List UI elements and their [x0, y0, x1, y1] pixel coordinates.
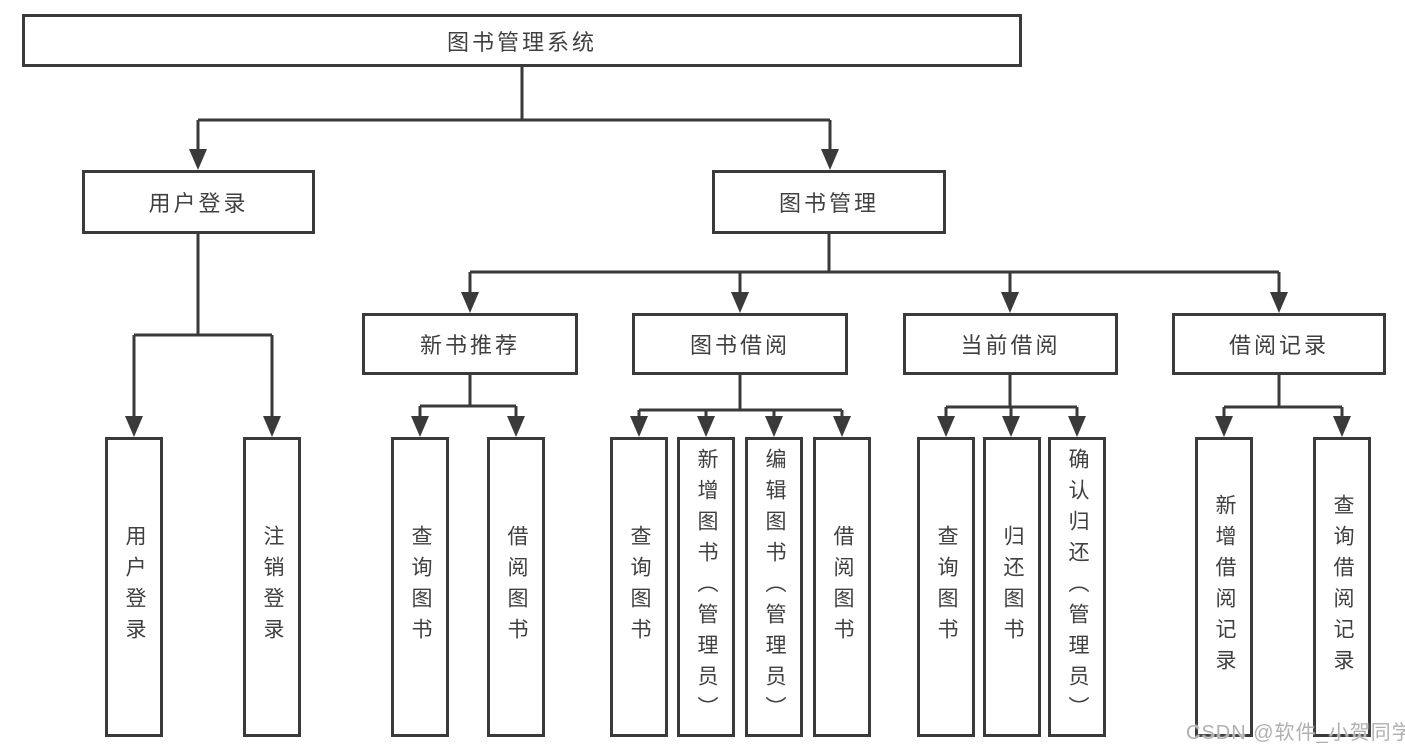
arrowhead-nb-query	[411, 416, 429, 437]
arrowhead-br-add	[1215, 416, 1233, 437]
leaf-current-confirm-return-admin: 确认归还（管理员）	[1048, 437, 1106, 737]
leaf-borrow-query-book: 查询图书	[610, 437, 668, 737]
connector-user-login-children	[132, 232, 274, 420]
arrowhead-new-book-rec	[461, 292, 479, 313]
arrowhead-bb-query	[630, 416, 648, 437]
connector-book-borrow-children	[637, 373, 844, 420]
connector-current-borrow-children	[944, 373, 1079, 420]
leaf-current-query-book: 查询图书	[917, 437, 975, 737]
leaf-user-login: 用户登录	[105, 437, 163, 737]
leaf-newrec-borrow-book: 借阅图书	[487, 437, 545, 737]
arrowhead-cb-confirm	[1068, 416, 1086, 437]
leaf-newrec-query-book: 查询图书	[391, 437, 449, 737]
connector-book-mgmt-children	[468, 232, 1281, 296]
leaf-records-add-record: 新增借阅记录	[1195, 437, 1253, 737]
leaf-borrow-edit-book-admin: 编辑图书（管理员）	[745, 437, 803, 737]
arrowhead-current-borrow	[1001, 292, 1019, 313]
arrowhead-cb-return	[1002, 416, 1020, 437]
node-root-system: 图书管理系统	[22, 14, 1022, 67]
leaf-records-query-record: 查询借阅记录	[1313, 437, 1371, 737]
arrowhead-cb-query	[937, 416, 955, 437]
node-book-borrowing: 图书借阅	[632, 313, 848, 375]
csdn-watermark: CSDN @软件_小贺同学	[1186, 722, 1405, 744]
arrowhead-bb-borrow	[833, 416, 851, 437]
connector-new-book-rec-children	[418, 373, 518, 420]
arrowhead-bb-edit	[765, 416, 783, 437]
node-borrowing-records: 借阅记录	[1172, 313, 1386, 375]
node-user-login: 用户登录	[82, 170, 315, 234]
arrowhead-nb-borrow	[507, 416, 525, 437]
arrowhead-borrow-records	[1270, 292, 1288, 313]
arrowhead-bb-add	[697, 416, 715, 437]
connector-borrow-records-children	[1222, 373, 1344, 420]
leaf-current-return-book: 归还图书	[983, 437, 1041, 737]
leaf-logout: 注销登录	[243, 437, 301, 737]
node-new-book-recommendation: 新书推荐	[362, 313, 578, 375]
arrowhead-book-mgmt	[821, 149, 839, 170]
connector-root-to-level2	[196, 65, 832, 152]
leaf-borrow-add-book-admin: 新增图书（管理员）	[677, 437, 735, 737]
node-current-borrowing: 当前借阅	[903, 313, 1118, 375]
arrowhead-leaf-login	[125, 416, 143, 437]
arrowhead-book-borrow	[731, 292, 749, 313]
arrowhead-br-query	[1333, 416, 1351, 437]
arrowhead-user-login	[189, 149, 207, 170]
arrowhead-leaf-logout	[263, 416, 281, 437]
node-book-management: 图书管理	[712, 170, 946, 234]
leaf-borrow-borrow-book: 借阅图书	[813, 437, 871, 737]
